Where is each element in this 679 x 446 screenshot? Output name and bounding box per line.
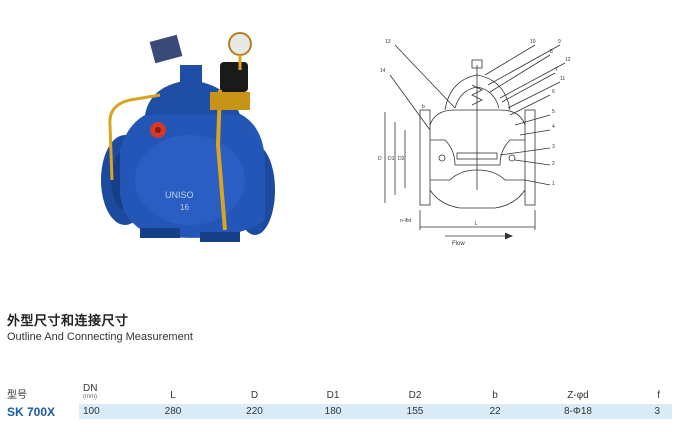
callout-9: 9 [558, 39, 561, 45]
header-model: 型号 [7, 390, 27, 401]
title-english: Outline And Connecting Measurement [7, 331, 193, 343]
callout-3: 3 [552, 144, 555, 150]
callout-10: 10 [530, 39, 536, 45]
callout-1: 1 [552, 181, 555, 187]
callout-13: 13 [385, 39, 391, 45]
header-b: b [492, 390, 498, 401]
table-header-row: 型号 DN(mm) L D D1 D2 b Z-φd f [7, 382, 672, 404]
callout-5: 5 [552, 109, 555, 115]
callout-4: 4 [552, 124, 555, 130]
callout-14: 14 [380, 68, 386, 74]
header-dn: DN(mm) [79, 382, 129, 404]
dim-d1: D1 [388, 156, 395, 162]
body-text-brand: UNISO [165, 190, 194, 200]
cell-l: 280 [129, 404, 217, 419]
cell-model: SK 700X [7, 404, 79, 419]
valve-photo: UNISO 16 [101, 32, 275, 242]
header-l: L [170, 390, 176, 401]
header-dn-label: DN [83, 383, 98, 394]
cell-dn: 100 [79, 404, 129, 419]
cell-d1: 180 [292, 404, 374, 419]
header-dn-unit: (mm) [83, 394, 97, 400]
dim-l: L [475, 221, 478, 227]
cell-z: 8-Φ18 [534, 404, 622, 419]
header-d1: D1 [326, 390, 340, 401]
dim-d2: D2 [398, 156, 405, 162]
callout-8: 8 [550, 49, 553, 55]
cell-b: 22 [456, 404, 534, 419]
body-text-pn: 16 [180, 203, 189, 212]
cell-d2: 155 [374, 404, 456, 419]
title-chinese: 外型尺寸和连接尺寸 [7, 313, 129, 328]
spec-table: 型号 DN(mm) L D D1 D2 b Z-φd f SK 700X 100… [7, 382, 672, 419]
header-d2: D2 [408, 390, 422, 401]
callout-12: 12 [565, 57, 571, 63]
header-d: D [250, 390, 259, 401]
callout-6: 6 [552, 89, 555, 95]
cell-f: 3 [622, 404, 672, 419]
dim-d: D [378, 156, 382, 162]
flow-label: Flow [452, 241, 465, 247]
dim-b: b [422, 104, 425, 110]
valve-section-drawing: 13 10 9 8 12 14 7 11 6 5 4 3 2 1 D D1 D2… [378, 39, 571, 247]
dim-nd: n-Φd [400, 218, 411, 224]
header-z: Z-φd [567, 390, 589, 401]
callout-2: 2 [552, 161, 555, 167]
section-heading: 外型尺寸和连接尺寸 Outline And Connecting Measure… [7, 310, 193, 343]
callout-11: 11 [560, 76, 565, 82]
cell-d: 220 [217, 404, 292, 419]
callout-7: 7 [555, 67, 558, 73]
table-row: SK 700X 100 280 220 180 155 22 8-Φ18 3 [7, 404, 672, 419]
header-f: f [657, 390, 660, 401]
